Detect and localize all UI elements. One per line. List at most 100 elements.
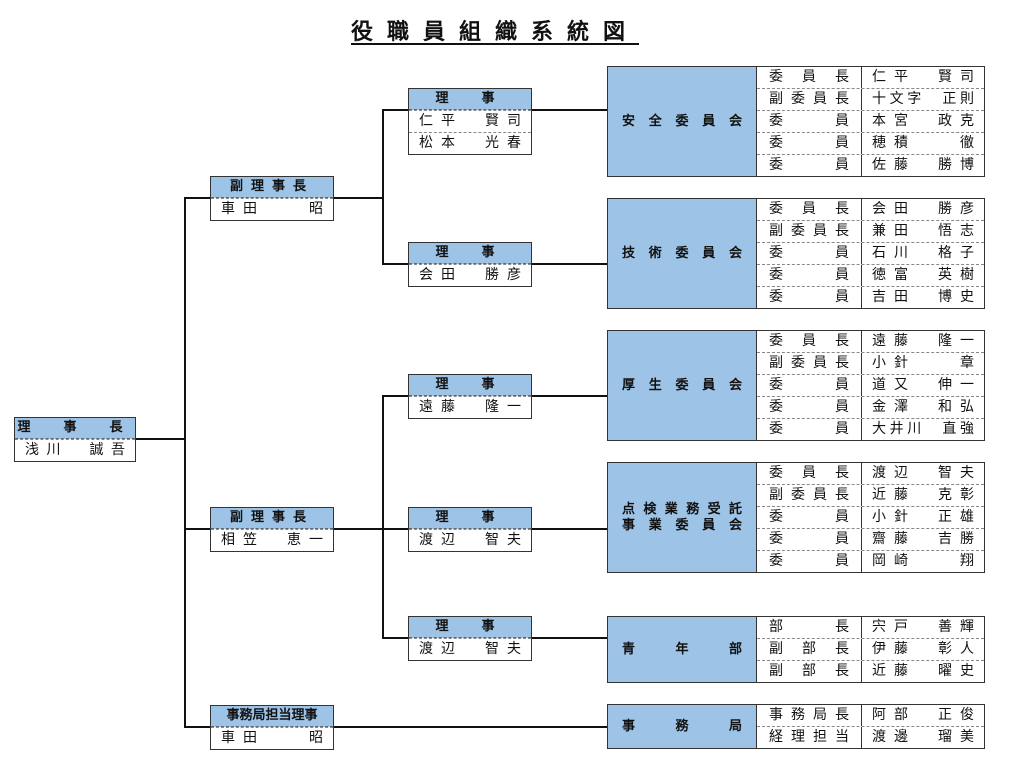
member-name: 吉田 博史 [872,289,974,305]
vice-chairman-2-box: 副理事長 相笠 恵一 [210,507,334,552]
director-name: 仁平 賢司 [409,110,531,132]
member-list: 委員長渡辺 智夫副委員長近藤 克彰委員小針 正雄委員齋藤 吉勝委員岡崎 翔 [757,463,984,572]
chairman-role: 理 事 長 [15,418,135,439]
member-row: 委員佐藤 勝博 [757,154,984,176]
office-director-role: 事務局担当理事 [211,706,333,727]
member-name: 佐藤 勝博 [872,157,974,173]
committee-inspection: 点検業務受託 事業委員会 委員長渡辺 智夫副委員長近藤 克彰委員小針 正雄委員齋… [607,462,985,573]
office-director-name: 車田 昭 [211,727,333,749]
member-name: 道又 伸一 [872,377,974,393]
director-name: 松本 光春 [409,132,531,154]
director-name: 渡辺 智夫 [409,638,531,660]
member-row: 部長宍戸 善輝 [757,617,984,638]
member-role: 委員 [757,111,862,132]
member-name: 岡崎 翔 [872,553,974,569]
vice-chairman-role: 副理事長 [211,508,333,529]
member-name: 本宮 政克 [872,113,974,129]
member-name: 金澤 和弘 [872,399,974,415]
member-role: 副委員長 [757,221,862,242]
director-box: 理 事 遠藤 隆一 [408,374,532,419]
committee-name: 安全委員会 [608,67,757,176]
chairman-box: 理 事 長 浅川 誠吾 [14,417,136,462]
connector [333,528,408,530]
member-role: 事務局長 [757,705,862,726]
director-box: 理 事 渡辺 智夫 [408,507,532,552]
member-list: 事務局長阿部 正俊経理担当渡邊 瑠美 [757,705,984,748]
committee-welfare: 厚生委員会 委員長遠藤 隆一副委員長小針 章委員道又 伸一委員金澤 和弘委員大井… [607,330,985,441]
member-name: 宍戸 善輝 [872,619,974,635]
connector [531,109,607,111]
member-row: 副委員長小針 章 [757,352,984,374]
director-name: 会田 勝彦 [409,264,531,286]
member-row: 経理担当渡邊 瑠美 [757,726,984,748]
member-row: 委員大井川 直強 [757,418,984,440]
member-role: 委員 [757,529,862,550]
member-role: 委員 [757,375,862,396]
connector [531,395,607,397]
member-row: 委員長会田 勝彦 [757,199,984,220]
member-role: 経理担当 [757,727,862,748]
member-role: 委員長 [757,331,862,352]
member-row: 副部長伊藤 彰人 [757,638,984,660]
vice-chairman-name: 相笠 恵一 [211,529,333,551]
member-name: 兼田 悟志 [872,223,974,239]
committee-name: 事務局 [608,705,757,748]
connector [382,395,408,397]
member-row: 委員穂積 徹 [757,132,984,154]
member-row: 委員金澤 和弘 [757,396,984,418]
director-box: 理 事 仁平 賢司 松本 光春 [408,88,532,155]
member-role: 副部長 [757,639,862,660]
member-row: 委員長遠藤 隆一 [757,331,984,352]
member-name: 近藤 克彰 [872,487,974,503]
committee-name: 厚生委員会 [608,331,757,440]
member-name: 仁平 賢司 [872,69,974,85]
connector [531,528,607,530]
vice-chairman-name: 車田 昭 [211,198,333,220]
committee-safety: 安全委員会 委員長仁平 賢司副委員長十文字 正則委員本宮 政克委員穂積 徹委員佐… [607,66,985,177]
member-name: 近藤 曜史 [872,663,974,679]
member-role: 委員 [757,243,862,264]
member-role: 委員 [757,265,862,286]
connector [333,726,607,728]
connector [135,438,186,440]
connector [382,395,384,639]
member-name: 齋藤 吉勝 [872,531,974,547]
member-list: 委員長遠藤 隆一副委員長小針 章委員道又 伸一委員金澤 和弘委員大井川 直強 [757,331,984,440]
committee-name: 青年部 [608,617,757,682]
page-title: 役職員組織系統図 [350,19,639,45]
member-row: 委員石川 格子 [757,242,984,264]
member-name: 渡辺 智夫 [872,465,974,481]
secretariat: 事務局 事務局長阿部 正俊経理担当渡邊 瑠美 [607,704,985,749]
member-row: 委員長渡辺 智夫 [757,463,984,484]
connector [382,263,408,265]
member-row: 委員長仁平 賢司 [757,67,984,88]
member-name: 阿部 正俊 [872,707,974,723]
member-row: 副部長近藤 曜史 [757,660,984,682]
member-name: 小針 正雄 [872,509,974,525]
director-role: 理 事 [409,508,531,529]
member-role: 委員 [757,287,862,308]
member-row: 委員本宮 政克 [757,110,984,132]
director-role: 理 事 [409,89,531,110]
member-row: 副委員長十文字 正則 [757,88,984,110]
director-role: 理 事 [409,243,531,264]
member-list: 部長宍戸 善輝副部長伊藤 彰人副部長近藤 曜史 [757,617,984,682]
member-row: 事務局長阿部 正俊 [757,705,984,726]
committee-name: 技術委員会 [608,199,757,308]
member-name: 小針 章 [872,355,974,371]
member-row: 副委員長近藤 克彰 [757,484,984,506]
committee-technical: 技術委員会 委員長会田 勝彦副委員長兼田 悟志委員石川 格子委員徳富 英樹委員吉… [607,198,985,309]
connector [184,197,186,728]
chairman-name: 浅川 誠吾 [15,439,135,461]
director-name: 遠藤 隆一 [409,396,531,418]
connector [531,637,607,639]
member-name: 会田 勝彦 [872,201,974,217]
member-role: 委員 [757,507,862,528]
youth-division: 青年部 部長宍戸 善輝副部長伊藤 彰人副部長近藤 曜史 [607,616,985,683]
connector [382,109,384,265]
member-row: 委員徳富 英樹 [757,264,984,286]
member-list: 委員長仁平 賢司副委員長十文字 正則委員本宮 政克委員穂積 徹委員佐藤 勝博 [757,67,984,176]
member-role: 副委員長 [757,353,862,374]
member-role: 副委員長 [757,89,862,110]
member-name: 石川 格子 [872,245,974,261]
